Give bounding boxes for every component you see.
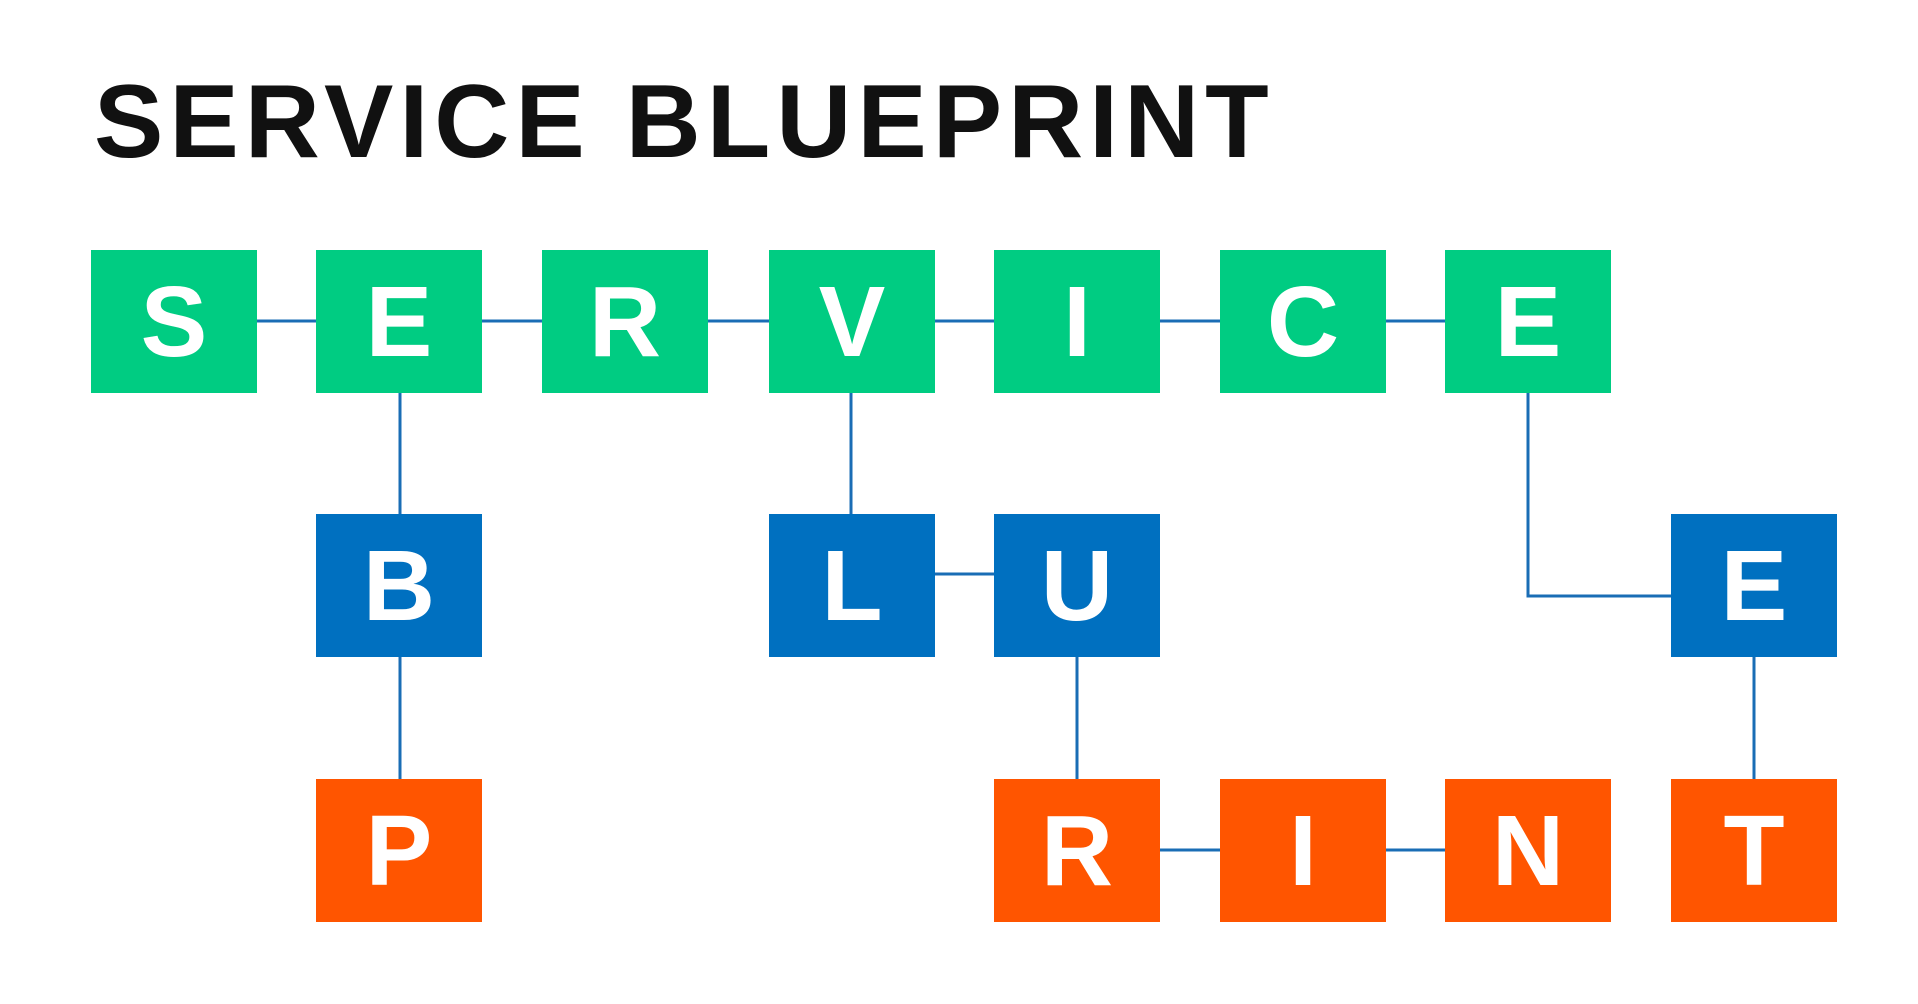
letter-box-p: P — [316, 779, 482, 922]
letter-box-u: U — [994, 514, 1160, 657]
letter-box-e: E — [316, 250, 482, 393]
letter-box-n: N — [1445, 779, 1611, 922]
letter-box-c: C — [1220, 250, 1386, 393]
letter-box-i: I — [1220, 779, 1386, 922]
letter-box-r: R — [542, 250, 708, 393]
page-title: SERVICE BLUEPRINT — [94, 64, 1275, 180]
letter-box-t: T — [1671, 779, 1837, 922]
letter-box-l: L — [769, 514, 935, 657]
letter-box-s: S — [91, 250, 257, 393]
letter-box-e: E — [1671, 514, 1837, 657]
connector-e-e — [1526, 393, 1671, 598]
letter-box-i: I — [994, 250, 1160, 393]
letter-box-e: E — [1445, 250, 1611, 393]
letter-box-v: V — [769, 250, 935, 393]
letter-box-r: R — [994, 779, 1160, 922]
letter-box-b: B — [316, 514, 482, 657]
